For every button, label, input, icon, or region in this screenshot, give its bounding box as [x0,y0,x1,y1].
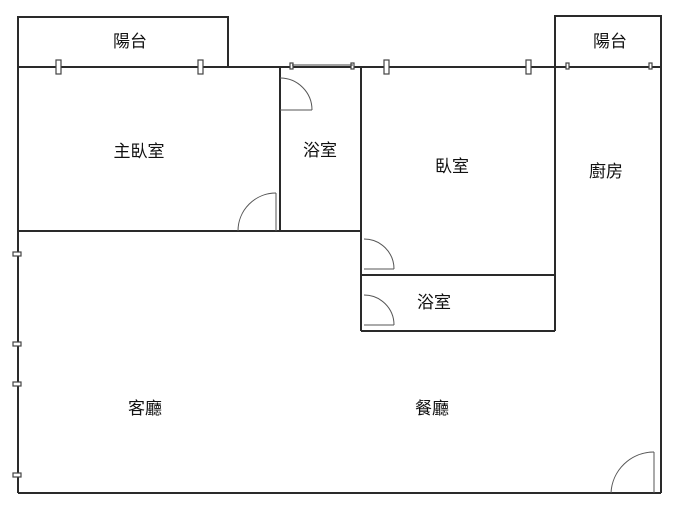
door-swing-arc [237,192,277,232]
window-mark [383,59,390,75]
room-label-balcony-right: 陽台 [593,32,627,52]
door-swing-arc [363,238,395,270]
window-mark [12,251,22,257]
doors [237,77,655,494]
window-mark [565,62,570,70]
door-swing-arc [610,451,655,494]
walls [17,15,662,494]
door-swing-arc [363,294,395,326]
balcony-right-wall [554,15,662,67]
room-label-bathroom-upper: 浴室 [303,141,337,161]
window-mark [12,341,22,347]
room-label-kitchen: 廚房 [589,161,623,182]
door-swing-arc [279,77,313,111]
windows [12,59,653,478]
window-mark [197,59,204,75]
window-mark [350,62,355,70]
window-mark [12,472,22,478]
window-mark [12,381,22,387]
window-mark [55,59,62,75]
balcony-left-wall [17,16,229,67]
room-label-balcony-left: 陽台 [113,32,147,52]
window-mark [289,62,294,70]
room-label-master-bedroom: 主臥室 [114,142,165,162]
room-label-dining-room: 餐廳 [415,399,449,419]
window-mark [648,62,653,70]
room-label-bathroom-lower: 浴室 [417,293,451,313]
room-label-living-room: 客廳 [128,399,162,419]
window-mark [525,59,532,75]
room-label-bedroom: 臥室 [435,157,469,177]
